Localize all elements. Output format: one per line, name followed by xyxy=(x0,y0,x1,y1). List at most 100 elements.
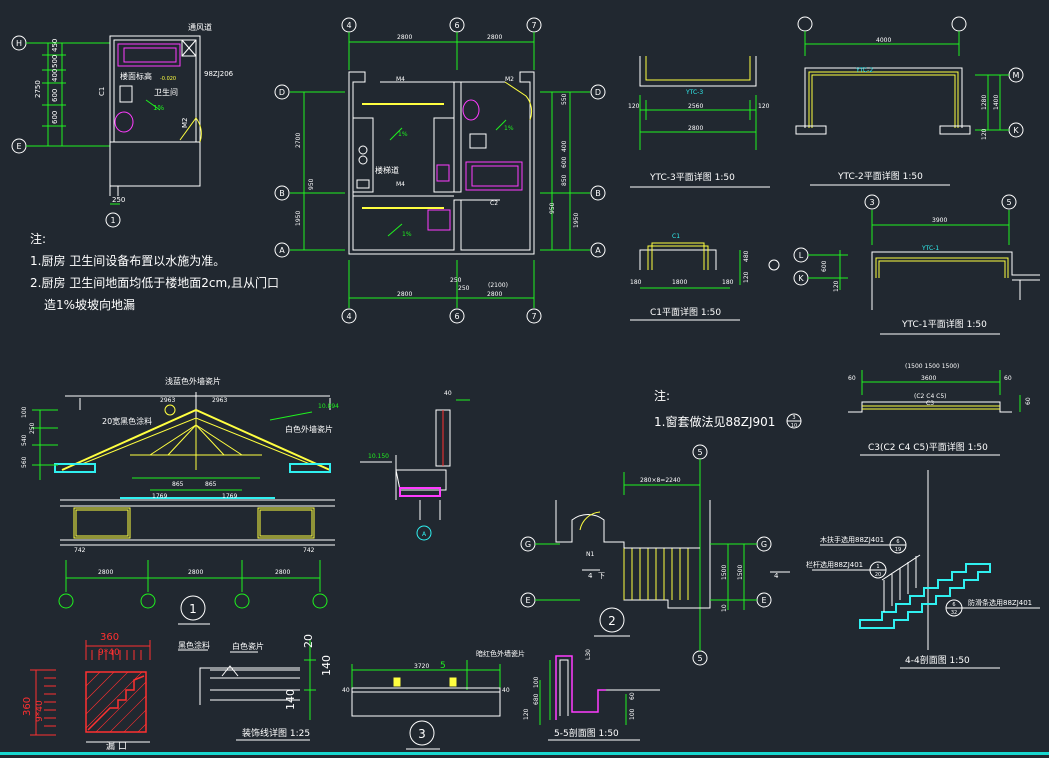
svg-text:600: 600 xyxy=(821,260,828,272)
svg-text:120: 120 xyxy=(981,128,988,140)
svg-text:白色瓷片: 白色瓷片 xyxy=(232,641,264,651)
svg-text:250: 250 xyxy=(458,285,470,292)
svg-text:C2: C2 xyxy=(490,200,498,207)
svg-text:YTC-3: YTC-3 xyxy=(685,89,703,96)
svg-text:6: 6 xyxy=(952,602,955,608)
svg-text:浅蓝色外墙瓷片: 浅蓝色外墙瓷片 xyxy=(165,376,221,386)
toilet-dim-bottom: 250 xyxy=(112,196,125,204)
c1-detail xyxy=(630,242,780,321)
svg-text:560: 560 xyxy=(21,456,28,468)
toilet-dim-1: 450 xyxy=(51,39,59,52)
svg-text:6: 6 xyxy=(454,21,459,30)
svg-text:1%: 1% xyxy=(398,131,408,138)
svg-text:G: G xyxy=(525,540,531,549)
notes-top-line1: 1.厨房 卫生间设备布置以水施为准。 xyxy=(30,254,226,268)
sec44-caption: 4-4剖面图 1:50 xyxy=(905,654,970,666)
svg-text:360: 360 xyxy=(22,697,33,716)
svg-text:180: 180 xyxy=(722,279,734,286)
svg-text:1800: 1800 xyxy=(672,279,687,286)
svg-text:C1: C1 xyxy=(672,233,680,240)
svg-text:2800: 2800 xyxy=(487,291,502,298)
svg-text:2800: 2800 xyxy=(188,569,203,576)
bottom-border-line xyxy=(0,752,1049,755)
svg-text:1769: 1769 xyxy=(222,493,237,500)
svg-text:M4: M4 xyxy=(396,181,405,188)
stair-plan-text: 5 5 G E G E 280×8=2240 1500 1500 10 N1 下… xyxy=(525,448,779,663)
svg-text:10: 10 xyxy=(721,604,728,612)
svg-text:60: 60 xyxy=(848,375,856,382)
svg-text:9*40: 9*40 xyxy=(98,648,120,658)
toilet-axis-e: E xyxy=(16,142,21,151)
toilet-dim-3: 400 xyxy=(51,69,59,82)
svg-text:250: 250 xyxy=(29,422,36,434)
svg-text:4: 4 xyxy=(774,572,779,580)
c1-caption: C1平面详图 1:50 xyxy=(650,306,721,318)
svg-text:1: 1 xyxy=(189,602,197,616)
notes-top-title: 注: xyxy=(30,232,47,246)
svg-text:3600: 3600 xyxy=(921,375,936,382)
svg-text:280×8=2240: 280×8=2240 xyxy=(640,477,681,484)
svg-text:2560: 2560 xyxy=(688,103,703,110)
ytc3-caption: YTC-3平面详图 1:50 xyxy=(649,171,735,183)
svg-text:100: 100 xyxy=(629,708,636,720)
section-44 xyxy=(812,470,1040,669)
c3-detail xyxy=(848,370,1021,456)
svg-text:140: 140 xyxy=(284,689,297,710)
svg-text:黑色涂料: 黑色涂料 xyxy=(178,640,210,650)
notes-top-line2: 2.厨房 卫生间地面均低于楼地面2cm,且从门口 xyxy=(30,276,280,290)
svg-text:楼梯道: 楼梯道 xyxy=(375,165,399,175)
svg-text:1: 1 xyxy=(876,564,879,570)
trim-caption: 装饰线详图 1:25 xyxy=(242,727,310,739)
svg-text:120: 120 xyxy=(743,271,750,283)
svg-text:2963: 2963 xyxy=(212,397,227,404)
svg-text:40: 40 xyxy=(342,687,350,694)
svg-text:20宽黑色涂料: 20宽黑色涂料 xyxy=(102,416,152,426)
svg-text:850: 850 xyxy=(561,174,568,186)
svg-text:5: 5 xyxy=(697,654,702,663)
svg-text:2800: 2800 xyxy=(487,34,502,41)
svg-text:1.窗套做法见88ZJ901: 1.窗套做法见88ZJ901 xyxy=(654,414,775,429)
svg-text:N1: N1 xyxy=(586,551,594,558)
svg-text:120: 120 xyxy=(833,280,840,292)
toilet-floor-level: 楼面标高 xyxy=(120,71,152,81)
svg-text:60: 60 xyxy=(1025,397,1032,405)
svg-text:4000: 4000 xyxy=(876,37,891,44)
svg-text:950: 950 xyxy=(308,178,315,190)
svg-text:40: 40 xyxy=(444,390,452,397)
svg-text:D: D xyxy=(279,88,285,97)
svg-text:防滑条选用88ZJ401: 防滑条选用88ZJ401 xyxy=(968,598,1032,607)
svg-text:360: 360 xyxy=(100,632,119,643)
svg-text:2800: 2800 xyxy=(98,569,113,576)
svg-text:2963: 2963 xyxy=(160,397,175,404)
svg-text:E: E xyxy=(761,596,766,605)
ytc1-text: 3 5 L K 3900 YTC-1 600 120 YTC-1平面详图 1:5… xyxy=(798,198,1011,330)
trim-detail xyxy=(178,640,316,741)
svg-text:120: 120 xyxy=(523,708,530,720)
ytc1-caption: YTC-1平面详图 1:50 xyxy=(901,318,987,330)
svg-text:4: 4 xyxy=(588,572,593,580)
svg-text:5: 5 xyxy=(697,448,702,457)
eave-detail xyxy=(360,399,470,541)
notes-right: 注: 1.窗套做法见88ZJ901 3 10 xyxy=(654,388,802,429)
svg-text:M: M xyxy=(1013,71,1020,80)
toilet-door: M2 xyxy=(181,118,189,129)
svg-text:白色外墙瓷片: 白色外墙瓷片 xyxy=(285,424,333,434)
toilet-dim-4: 600 xyxy=(51,89,59,102)
svg-text:100: 100 xyxy=(533,676,540,688)
svg-text:A: A xyxy=(279,246,285,255)
svg-text:(2100): (2100) xyxy=(488,282,508,289)
svg-text:7: 7 xyxy=(531,312,536,321)
svg-text:6: 6 xyxy=(896,539,899,545)
ytc3-text: YTC-3 120 2560 120 2800 YTC-3平面详图 1:50 xyxy=(628,89,770,183)
svg-text:950: 950 xyxy=(549,202,556,214)
svg-text:下: 下 xyxy=(598,572,605,580)
svg-text:480: 480 xyxy=(743,250,750,262)
svg-text:1950: 1950 xyxy=(573,213,580,228)
svg-text:250: 250 xyxy=(450,277,462,284)
svg-text:4: 4 xyxy=(346,21,351,30)
section-55 xyxy=(539,655,660,741)
section-44-text: 木扶手选用88ZJ401 6 19 栏杆选用88ZJ401 1 20 防滑条选用… xyxy=(806,535,1032,666)
svg-text:9*40: 9*40 xyxy=(35,700,45,722)
svg-text:2800: 2800 xyxy=(275,569,290,576)
kitchen-bath-plan xyxy=(274,17,606,324)
